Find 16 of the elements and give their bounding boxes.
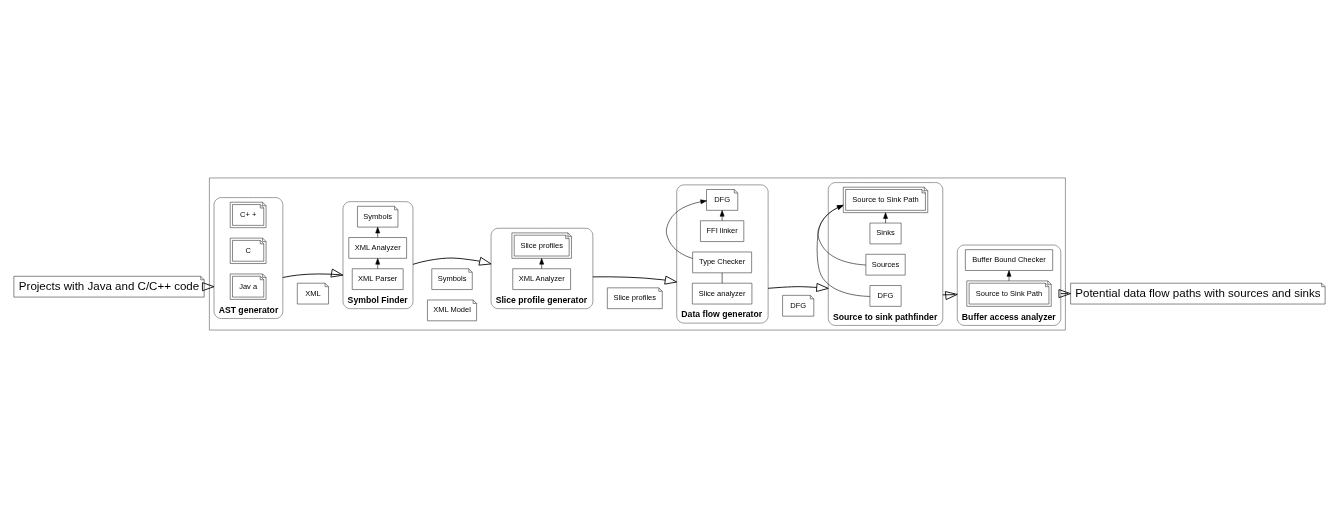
arrow: [719, 210, 725, 221]
arrow: [375, 258, 380, 269]
arrow: [666, 199, 707, 259]
arrow: [1058, 289, 1071, 299]
arrow: [282, 268, 344, 278]
arrow: [942, 291, 958, 300]
arrow: [539, 258, 544, 269]
arrow: [592, 275, 678, 285]
arrow: [412, 256, 492, 266]
arrow: [883, 212, 888, 224]
cluster: [209, 177, 1066, 331]
arrow: [816, 205, 871, 297]
arrow: [375, 226, 380, 238]
arrow: [767, 282, 829, 292]
arrow: [1006, 270, 1012, 282]
arrow: [817, 205, 867, 266]
